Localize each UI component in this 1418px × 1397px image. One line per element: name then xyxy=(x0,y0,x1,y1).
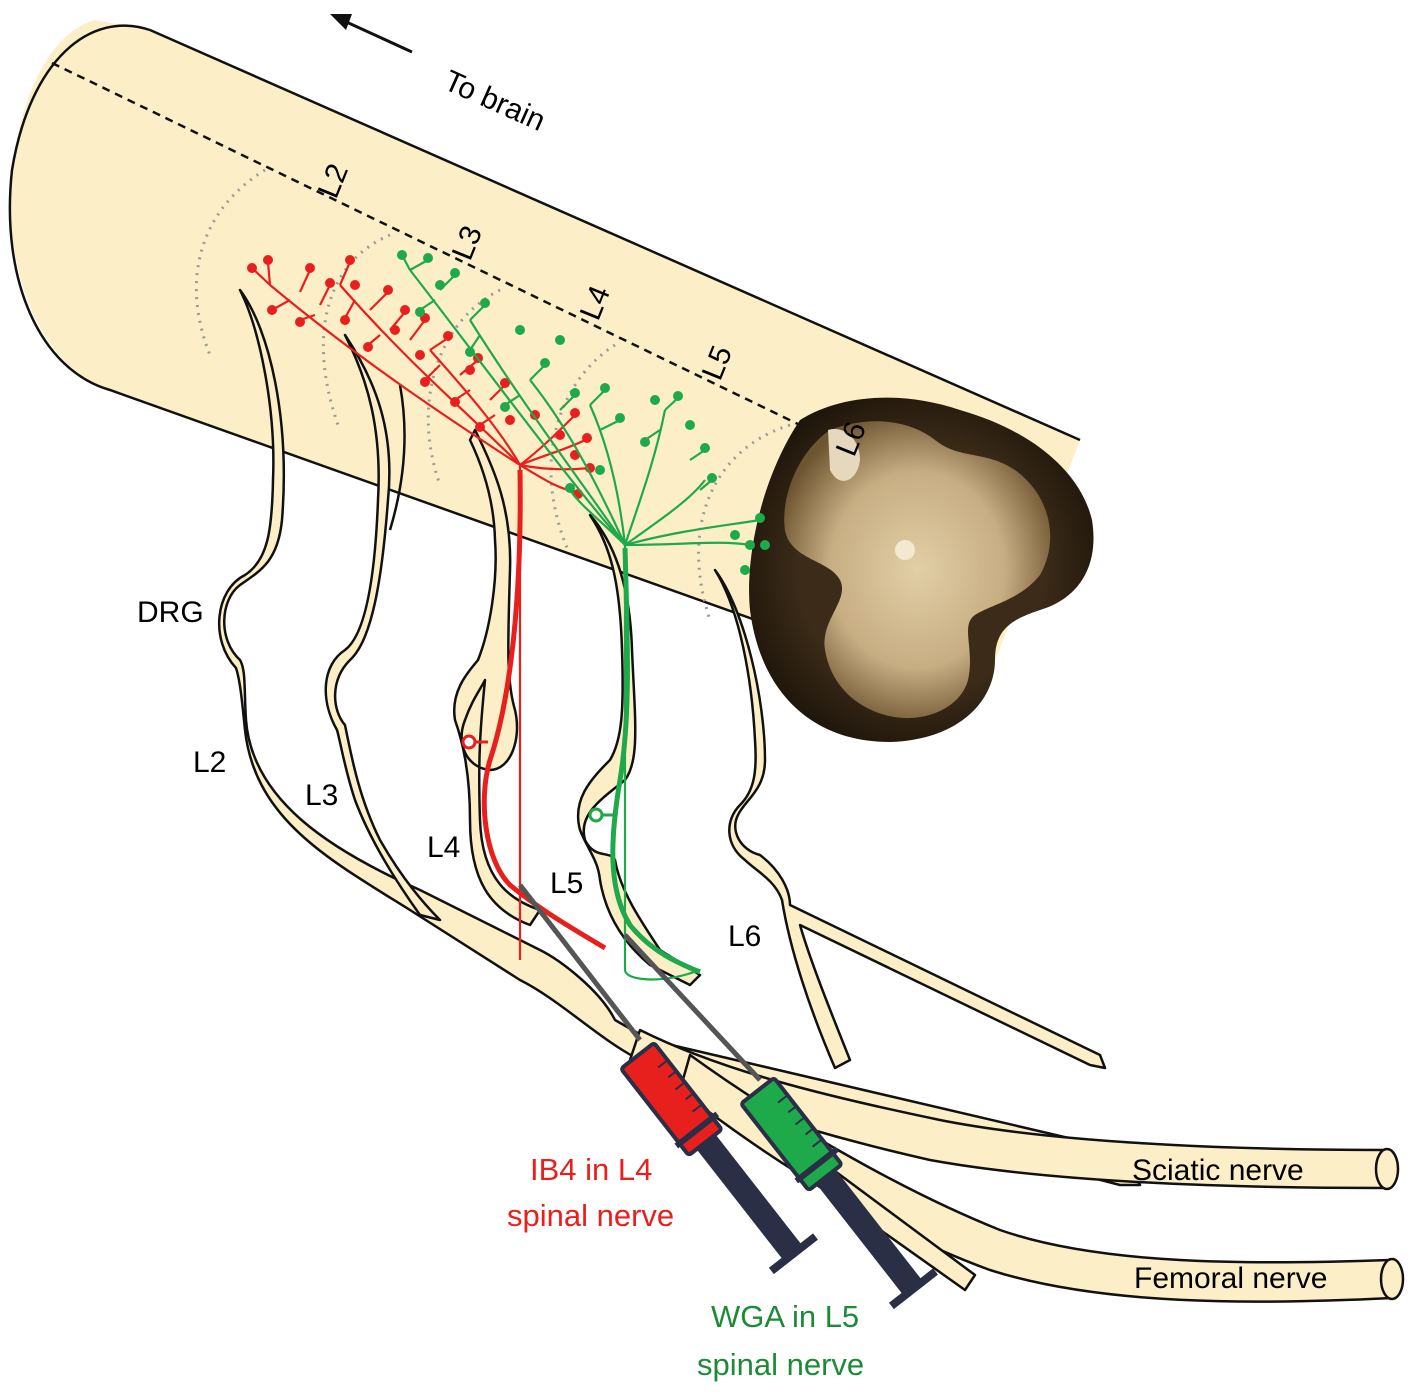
root-label-l2: L2 xyxy=(193,746,226,779)
nerve-roots xyxy=(217,288,1405,1303)
sciatic-nerve-label: Sciatic nerve xyxy=(1132,1154,1304,1187)
femoral-nerve-label: Femoral nerve xyxy=(1134,1262,1327,1295)
root-label-l6: L6 xyxy=(728,920,761,953)
wga-label-line2: spinal nerve xyxy=(697,1347,864,1382)
ib4-label-line2: spinal nerve xyxy=(507,1198,674,1233)
drg-label: DRG xyxy=(137,596,204,629)
wga-labeled-axon xyxy=(610,547,701,975)
syringe-icon xyxy=(623,933,938,1310)
segment-boundaries xyxy=(194,168,791,621)
wga-neuron-soma xyxy=(588,807,604,823)
wga-label-line1: WGA in L5 xyxy=(711,1299,859,1334)
l6-root xyxy=(713,568,1107,1070)
wga-axon-arbor xyxy=(401,254,761,981)
ib4-label-line1: IB4 in L4 xyxy=(530,1152,652,1187)
l4-root xyxy=(452,428,542,927)
l3-root xyxy=(324,333,442,922)
root-label-l3: L3 xyxy=(305,779,338,812)
root-label-l4: L4 xyxy=(427,831,460,864)
to-brain-label: To brain xyxy=(439,64,550,138)
root-label-l5: L5 xyxy=(550,867,583,900)
arrow-left-icon xyxy=(330,14,413,54)
ib4-labeled-axon xyxy=(481,469,607,951)
spinal-cord-section-icon xyxy=(749,397,1094,742)
ib4-neuron-soma xyxy=(461,734,477,750)
syringe-icon xyxy=(518,883,818,1275)
ib4-terminals xyxy=(247,255,595,499)
wga-terminals xyxy=(397,250,770,575)
